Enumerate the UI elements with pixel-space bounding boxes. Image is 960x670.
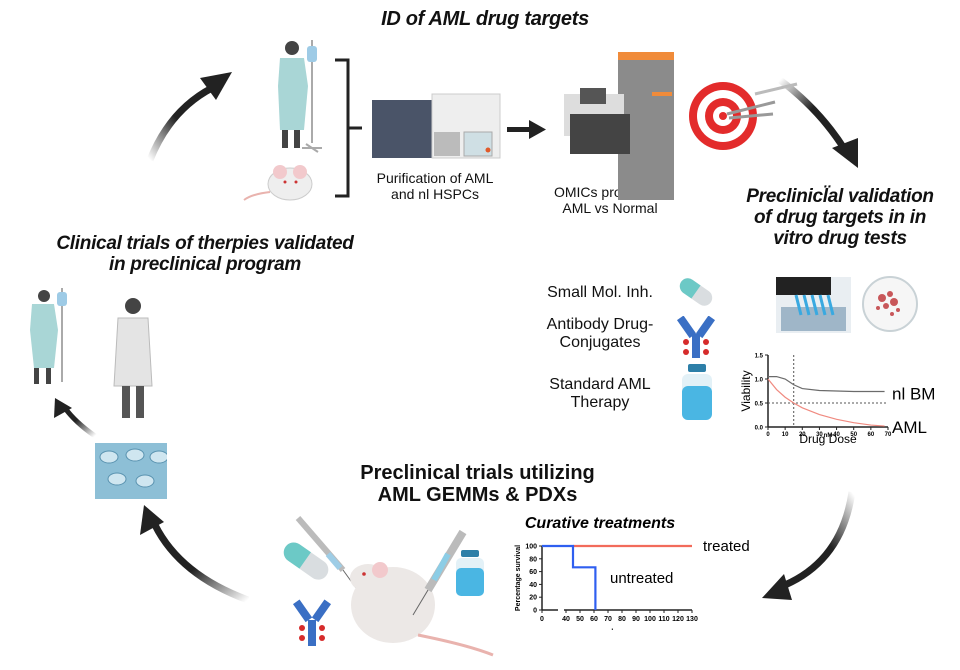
title-line: Preclinical trials utilizing — [360, 462, 595, 484]
y-tick-label: 0 — [533, 608, 537, 615]
series-line-untreated — [542, 544, 597, 610]
x-tick-label: 20 — [799, 432, 806, 438]
bracket — [335, 58, 362, 198]
arrow-to-top — [146, 72, 232, 162]
y-tick-label: 0.5 — [755, 402, 764, 408]
title-preclinical-trials: Preclinical trials utilizing AML GEMMs &… — [335, 462, 620, 506]
series-line-nl-bm — [768, 376, 885, 393]
label-line: Small Mol. Inh. — [547, 284, 653, 301]
title-clinical-trials: Clinical trials of therpies validated in… — [20, 233, 390, 275]
label-line: Antibody Drug- — [546, 316, 654, 333]
sequencer-icon — [564, 52, 674, 200]
label-line: and nl HSPCs — [391, 186, 479, 202]
y-axis-label: Percentage survival — [515, 545, 522, 611]
y-tick-label: 20 — [529, 595, 537, 602]
label-line: Standard AML — [549, 376, 651, 393]
y-tick-label: 60 — [529, 569, 537, 576]
legend-label-nl-bm: nl BM — [892, 384, 935, 403]
y-tick-label: 1.5 — [755, 354, 764, 360]
title-line: AML GEMMs & PDXs — [377, 484, 578, 506]
doctor-icon — [113, 298, 153, 418]
y-tick-label: 40 — [529, 582, 537, 589]
y-tick-label: 80 — [529, 556, 537, 563]
title-line: vitro drug tests — [773, 228, 907, 249]
x-tick-label: 40 — [833, 432, 840, 438]
survival-chart: Curative treatments 0 20 40 60 80 100 0 40 50 60 70… — [515, 515, 750, 630]
x-axis-label: days — [609, 629, 625, 630]
antibody-icon — [292, 599, 332, 646]
arrow-to-left — [140, 505, 250, 604]
title-line: in preclinical program — [109, 254, 301, 275]
x-tick-label: 80 — [618, 616, 626, 623]
arrow-to-clinic — [54, 398, 97, 439]
title-line: Preclinicl̈al validation — [746, 186, 934, 207]
mouse-treatment-illustration — [283, 516, 494, 657]
title-preclinical-validation: Preclinicl̈al validation of drug targets… — [720, 186, 960, 249]
drug-label-adc: Antibody Drug-Conjugates — [535, 316, 665, 352]
x-tick-label: 100 — [644, 616, 656, 623]
x-tick-label: 10 — [782, 432, 789, 438]
x-tick-label: 50 — [850, 432, 857, 438]
x-tick-label: 90 — [632, 616, 640, 623]
y-tick-label: 0.0 — [755, 426, 764, 432]
label-line: Therapy — [570, 394, 630, 411]
x-tick-label: 120 — [672, 616, 684, 623]
legend-label-treated: treated — [703, 538, 750, 555]
x-axis-label: Drug Dose — [799, 432, 857, 446]
vial-icon — [456, 550, 484, 596]
arrow-purification-to-omics — [507, 120, 546, 139]
x-tick-label: 60 — [868, 432, 875, 438]
flow-cytometer-icon — [372, 93, 501, 159]
mouse-icon — [350, 562, 494, 657]
mouse-icon — [243, 165, 313, 201]
target-icon — [689, 82, 798, 150]
x-tick-label: 110 — [658, 616, 669, 623]
patient-iv-clinical-icon — [30, 288, 67, 384]
chart-title: Curative treatments — [525, 515, 675, 532]
x-tick-label: 50 — [576, 616, 584, 623]
series-line-aml — [767, 378, 885, 427]
x-tick-label: 130 — [686, 616, 698, 623]
x-tick-label: 70 — [885, 432, 892, 438]
title-line: of drug targets in in — [753, 207, 927, 228]
title-id-targets: ID of AML drug targets — [381, 8, 589, 30]
x-tick-label: 0 — [766, 432, 770, 438]
petri-dish-image — [862, 276, 918, 332]
x-tick-label: 30 — [816, 432, 823, 438]
label-line: Purification of AML — [376, 170, 494, 186]
y-axis-label: Viability — [740, 370, 753, 411]
pipette-plate-image — [776, 277, 851, 333]
dose-response-chart: 0.0 0.5 1.0 1.5 0 10 20 30 40 50 60 70 nl BM AML Viabi… — [740, 354, 935, 447]
legend-label-aml: AML — [892, 418, 927, 437]
title-line: Clinical trials of therpies validated — [56, 233, 354, 254]
x-tick-label: 40 — [562, 616, 570, 623]
syringe-icon — [412, 529, 467, 616]
antibody-icon — [676, 316, 716, 358]
x-tick-label: 70 — [604, 616, 612, 623]
vials-image — [95, 443, 167, 499]
legend-label-untreated: untreated — [610, 570, 673, 587]
x-tick-label: 0 — [540, 616, 544, 623]
capsule-icon — [283, 542, 329, 580]
patient-iv-icon — [278, 40, 322, 153]
vial-icon — [682, 364, 712, 420]
syringe-icon — [726, 100, 776, 116]
label-line: Conjugates — [559, 334, 641, 351]
capsule-icon — [679, 278, 713, 306]
y-tick-label: 100 — [525, 544, 537, 551]
x-tick-label: 60 — [590, 616, 598, 623]
x-axis-unit: nM — [824, 433, 833, 439]
y-tick-label: 1.0 — [755, 378, 764, 384]
drug-label-small-molecule: Small Mol. Inh. — [535, 284, 665, 302]
arrow-to-bottom — [762, 491, 856, 600]
label-line: AML vs Normal — [562, 200, 658, 216]
label-purification: Purification of AML and nl HSPCs — [355, 170, 515, 202]
